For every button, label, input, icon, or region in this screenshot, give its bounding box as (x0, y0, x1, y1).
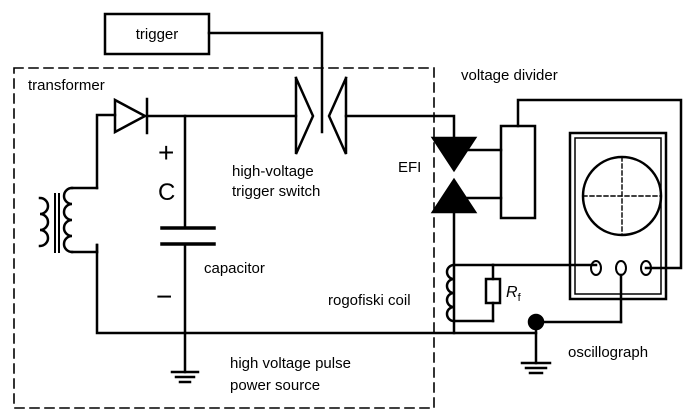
transformer-label: transformer (28, 77, 105, 94)
wire-top-left (95, 113, 117, 190)
resistor-label: Rf (506, 284, 522, 304)
voltage-divider-label: voltage divider (461, 67, 558, 84)
ground-node (520, 313, 623, 375)
capacitor-label: capacitor (204, 260, 265, 277)
rogofiski-coil-label: rogofiski coil (328, 292, 411, 309)
efi-label: EFI (398, 159, 421, 176)
rogofiski-coil-icon (445, 263, 495, 323)
oscilloscope-screen-icon (581, 155, 663, 237)
trigger-wire (207, 31, 324, 134)
power-source-boundary (13, 67, 435, 409)
wire-divider-to-scope (516, 98, 683, 270)
oscillograph-label: oscillograph (568, 344, 648, 361)
minus-sign: − (156, 281, 172, 312)
transformer-icon (38, 186, 99, 254)
power-source-label-line2: power source (230, 377, 320, 394)
plus-sign: + (158, 137, 174, 168)
resistor-label-main: R (506, 284, 518, 301)
wire-bottom-left (95, 243, 187, 335)
capacitor-symbol-label: C (158, 179, 175, 206)
diode-icon (113, 97, 149, 135)
trigger-label: trigger (136, 26, 179, 43)
capacitor-icon (160, 114, 216, 374)
probe-terminal-icon (590, 260, 652, 276)
resistor-label-sub: f (518, 292, 522, 304)
voltage-divider-box (499, 124, 537, 220)
resistor-icon (484, 263, 502, 323)
oscillograph-body (568, 131, 668, 301)
wire-switch-to-efi (344, 114, 456, 140)
power-source-label-line1: high voltage pulse (230, 355, 351, 372)
trigger-switch-label-line1: high-voltage (232, 163, 314, 180)
ground-icon (170, 370, 200, 384)
trigger-switch-label-line2: trigger switch (232, 183, 320, 200)
